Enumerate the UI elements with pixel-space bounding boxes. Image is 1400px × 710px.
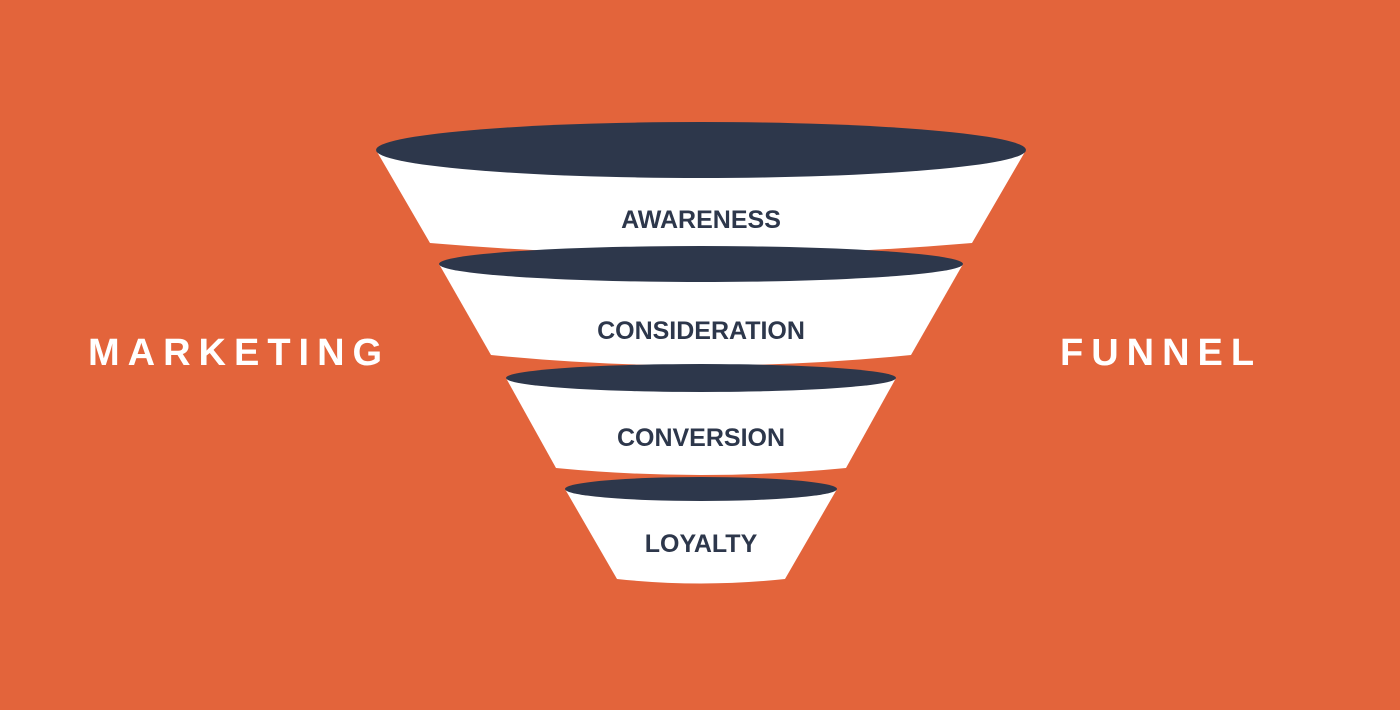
awareness-rim — [376, 122, 1026, 178]
funnel-stage-loyalty: LOYALTY — [565, 477, 837, 584]
stage-label-conversion: CONVERSION — [617, 424, 785, 452]
title-funnel: FUNNEL — [1060, 332, 1263, 374]
stage-label-consideration: CONSIDERATION — [597, 317, 805, 345]
awareness-band — [376, 150, 1026, 255]
conversion-rim — [506, 364, 896, 392]
loyalty-band — [565, 489, 837, 584]
conversion-band — [506, 378, 896, 475]
consideration-band — [439, 264, 963, 366]
loyalty-rim — [565, 477, 837, 501]
title-marketing: MARKETING — [88, 332, 391, 374]
funnel-stage-consideration: CONSIDERATION — [439, 246, 963, 366]
stage-label-loyalty: LOYALTY — [645, 530, 758, 558]
funnel-stage-conversion: CONVERSION — [506, 364, 896, 475]
consideration-rim — [439, 246, 963, 282]
stage-label-awareness: AWARENESS — [621, 206, 781, 234]
funnel-stage-awareness: AWARENESS — [376, 122, 1026, 255]
